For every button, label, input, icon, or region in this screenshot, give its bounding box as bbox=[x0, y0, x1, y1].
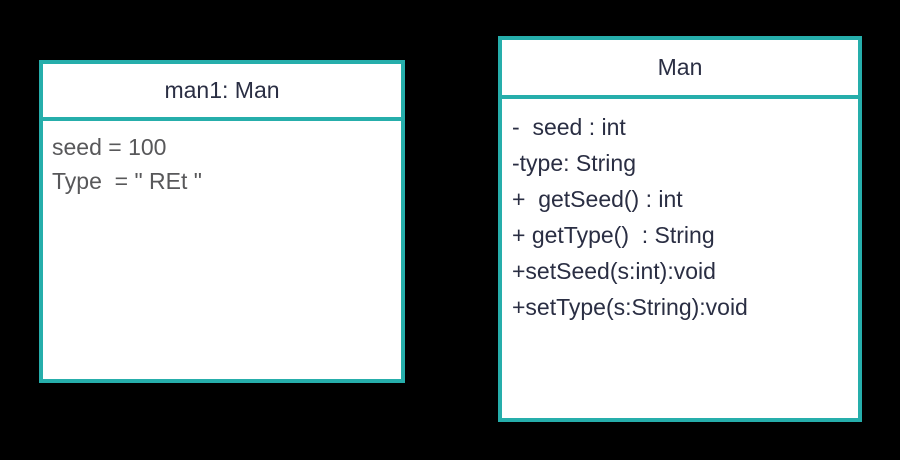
object-attribute-line: seed = 100 bbox=[52, 134, 167, 160]
class-member-line: + getSeed() : int bbox=[512, 186, 683, 212]
class-member-line: - seed : int bbox=[512, 114, 626, 140]
class-box-members: - seed : int -type: String + getSeed() : i… bbox=[502, 99, 858, 325]
object-attribute-line: Type = " REt " bbox=[52, 168, 202, 194]
class-member-line: + getType() : String bbox=[512, 222, 715, 248]
class-member-line: +setType(s:String):void bbox=[512, 294, 748, 320]
class-member-line: +setSeed(s:int):void bbox=[512, 258, 716, 284]
class-member-line: -type: String bbox=[512, 150, 636, 176]
uml-class-box-man: Man - seed : int -type: String + getSeed()… bbox=[498, 36, 862, 422]
object-box-title: man1: Man bbox=[43, 64, 401, 121]
class-box-title: Man bbox=[502, 40, 858, 99]
